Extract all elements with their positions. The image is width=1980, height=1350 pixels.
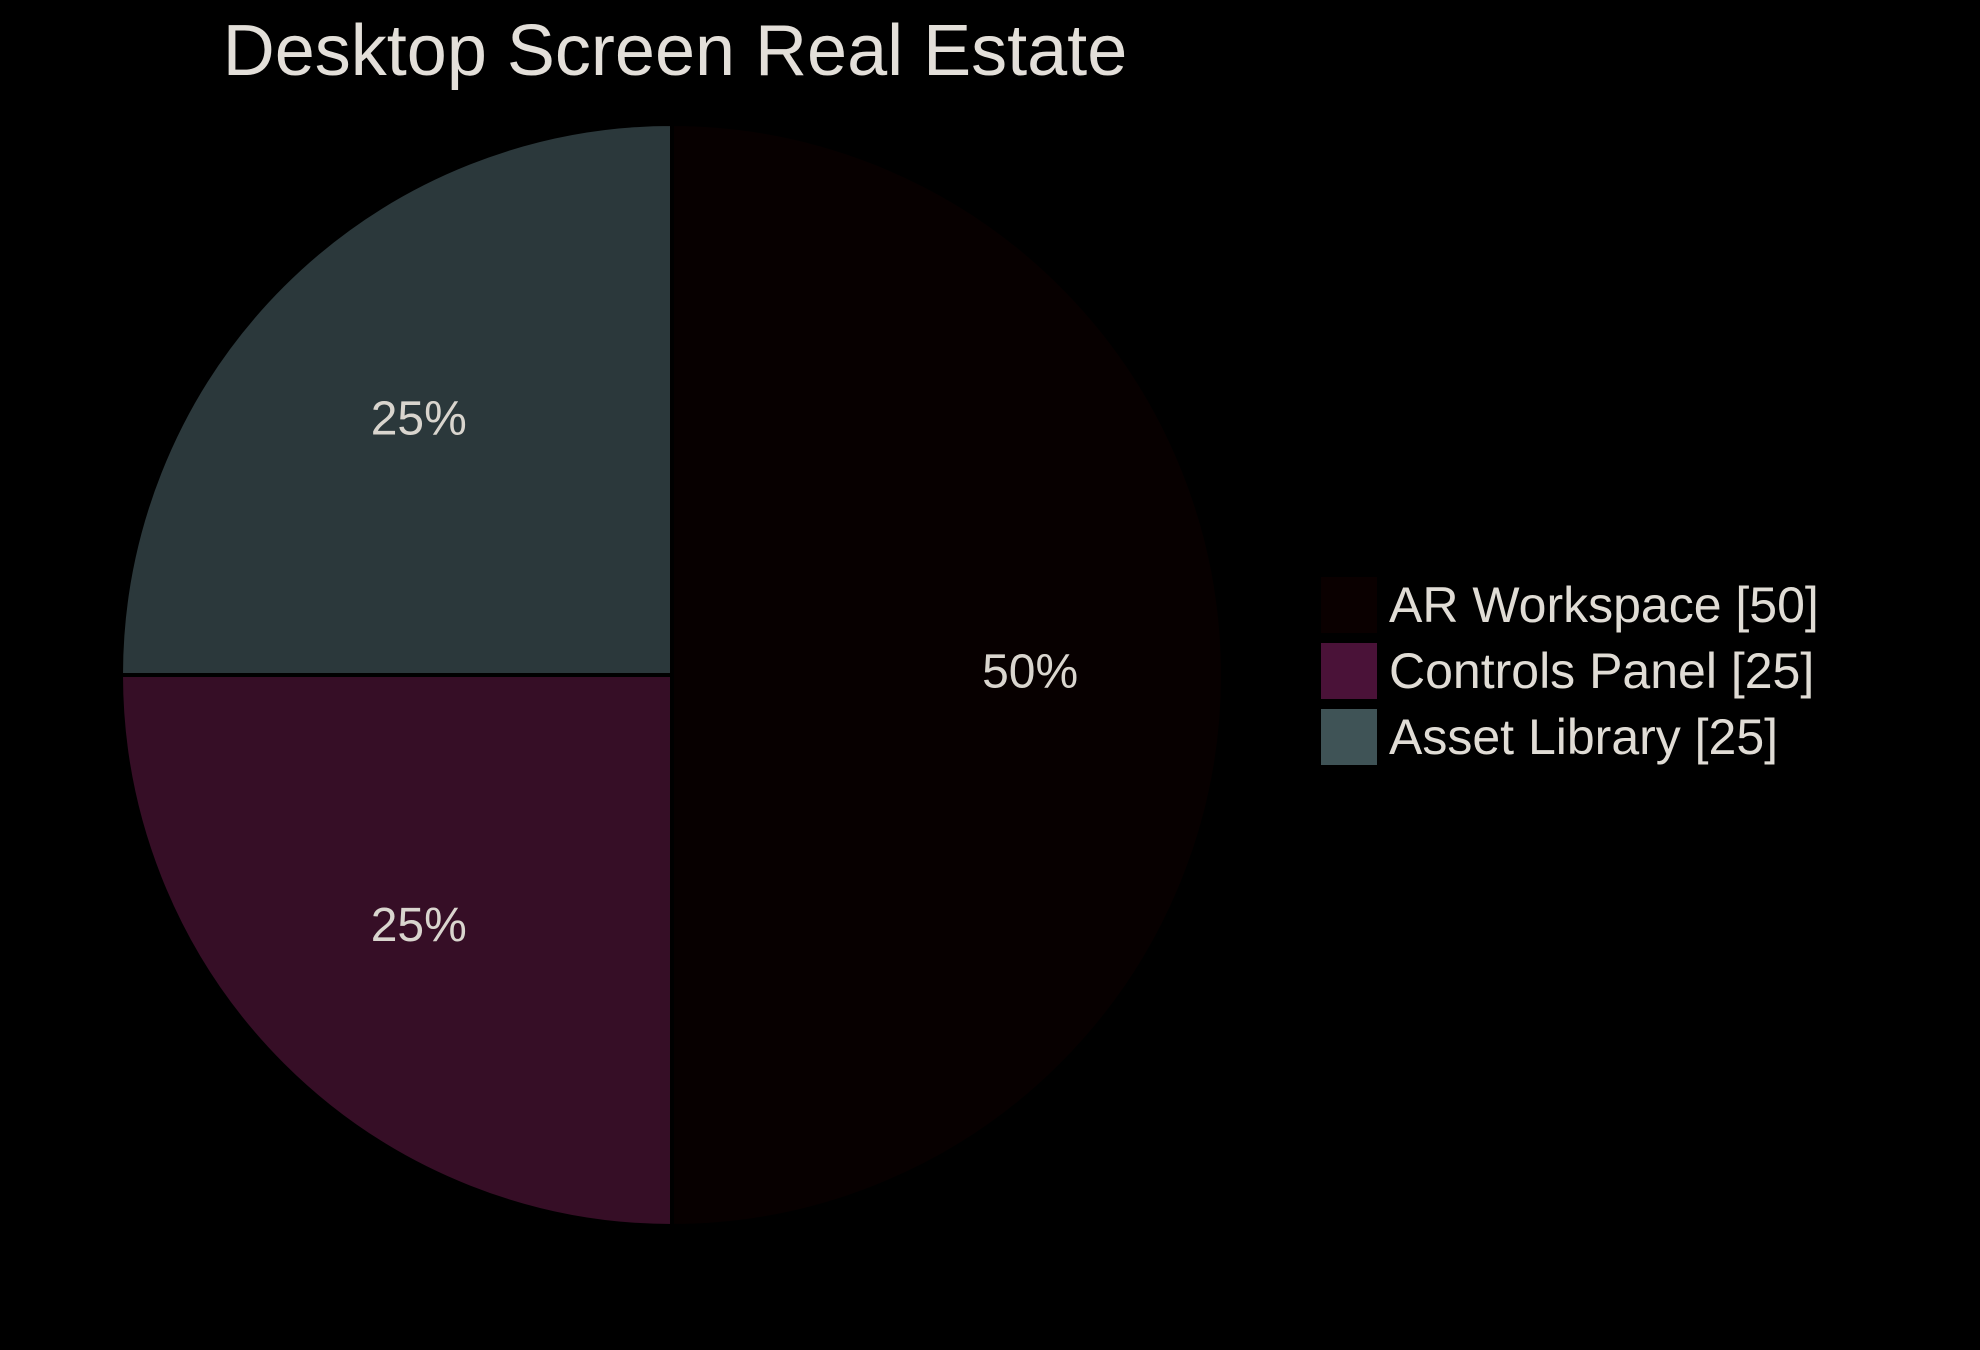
legend-label: Asset Library [25]	[1389, 709, 1779, 765]
legend-item: Asset Library [25]	[1321, 704, 1819, 770]
legend-swatch	[1321, 643, 1377, 699]
pie-slice-ar-workspace	[670, 121, 1225, 1229]
slice-percent-label: 25%	[371, 899, 467, 952]
pie-slice-controls-panel	[118, 673, 674, 1229]
legend-swatch	[1321, 577, 1377, 633]
slice-percent-label: 25%	[371, 392, 467, 445]
chart-title: Desktop Screen Real Estate	[222, 11, 1128, 91]
legend-item: AR Workspace [50]	[1321, 572, 1819, 638]
legend-swatch	[1321, 709, 1377, 765]
legend-item: Controls Panel [25]	[1321, 638, 1819, 704]
slice-percent-label: 50%	[982, 646, 1078, 699]
legend-label: AR Workspace [50]	[1389, 577, 1819, 633]
legend-label: Controls Panel [25]	[1389, 643, 1815, 699]
pie-slice-asset-library	[118, 121, 674, 677]
legend: AR Workspace [50] Controls Panel [25] Asse…	[1321, 572, 1819, 770]
